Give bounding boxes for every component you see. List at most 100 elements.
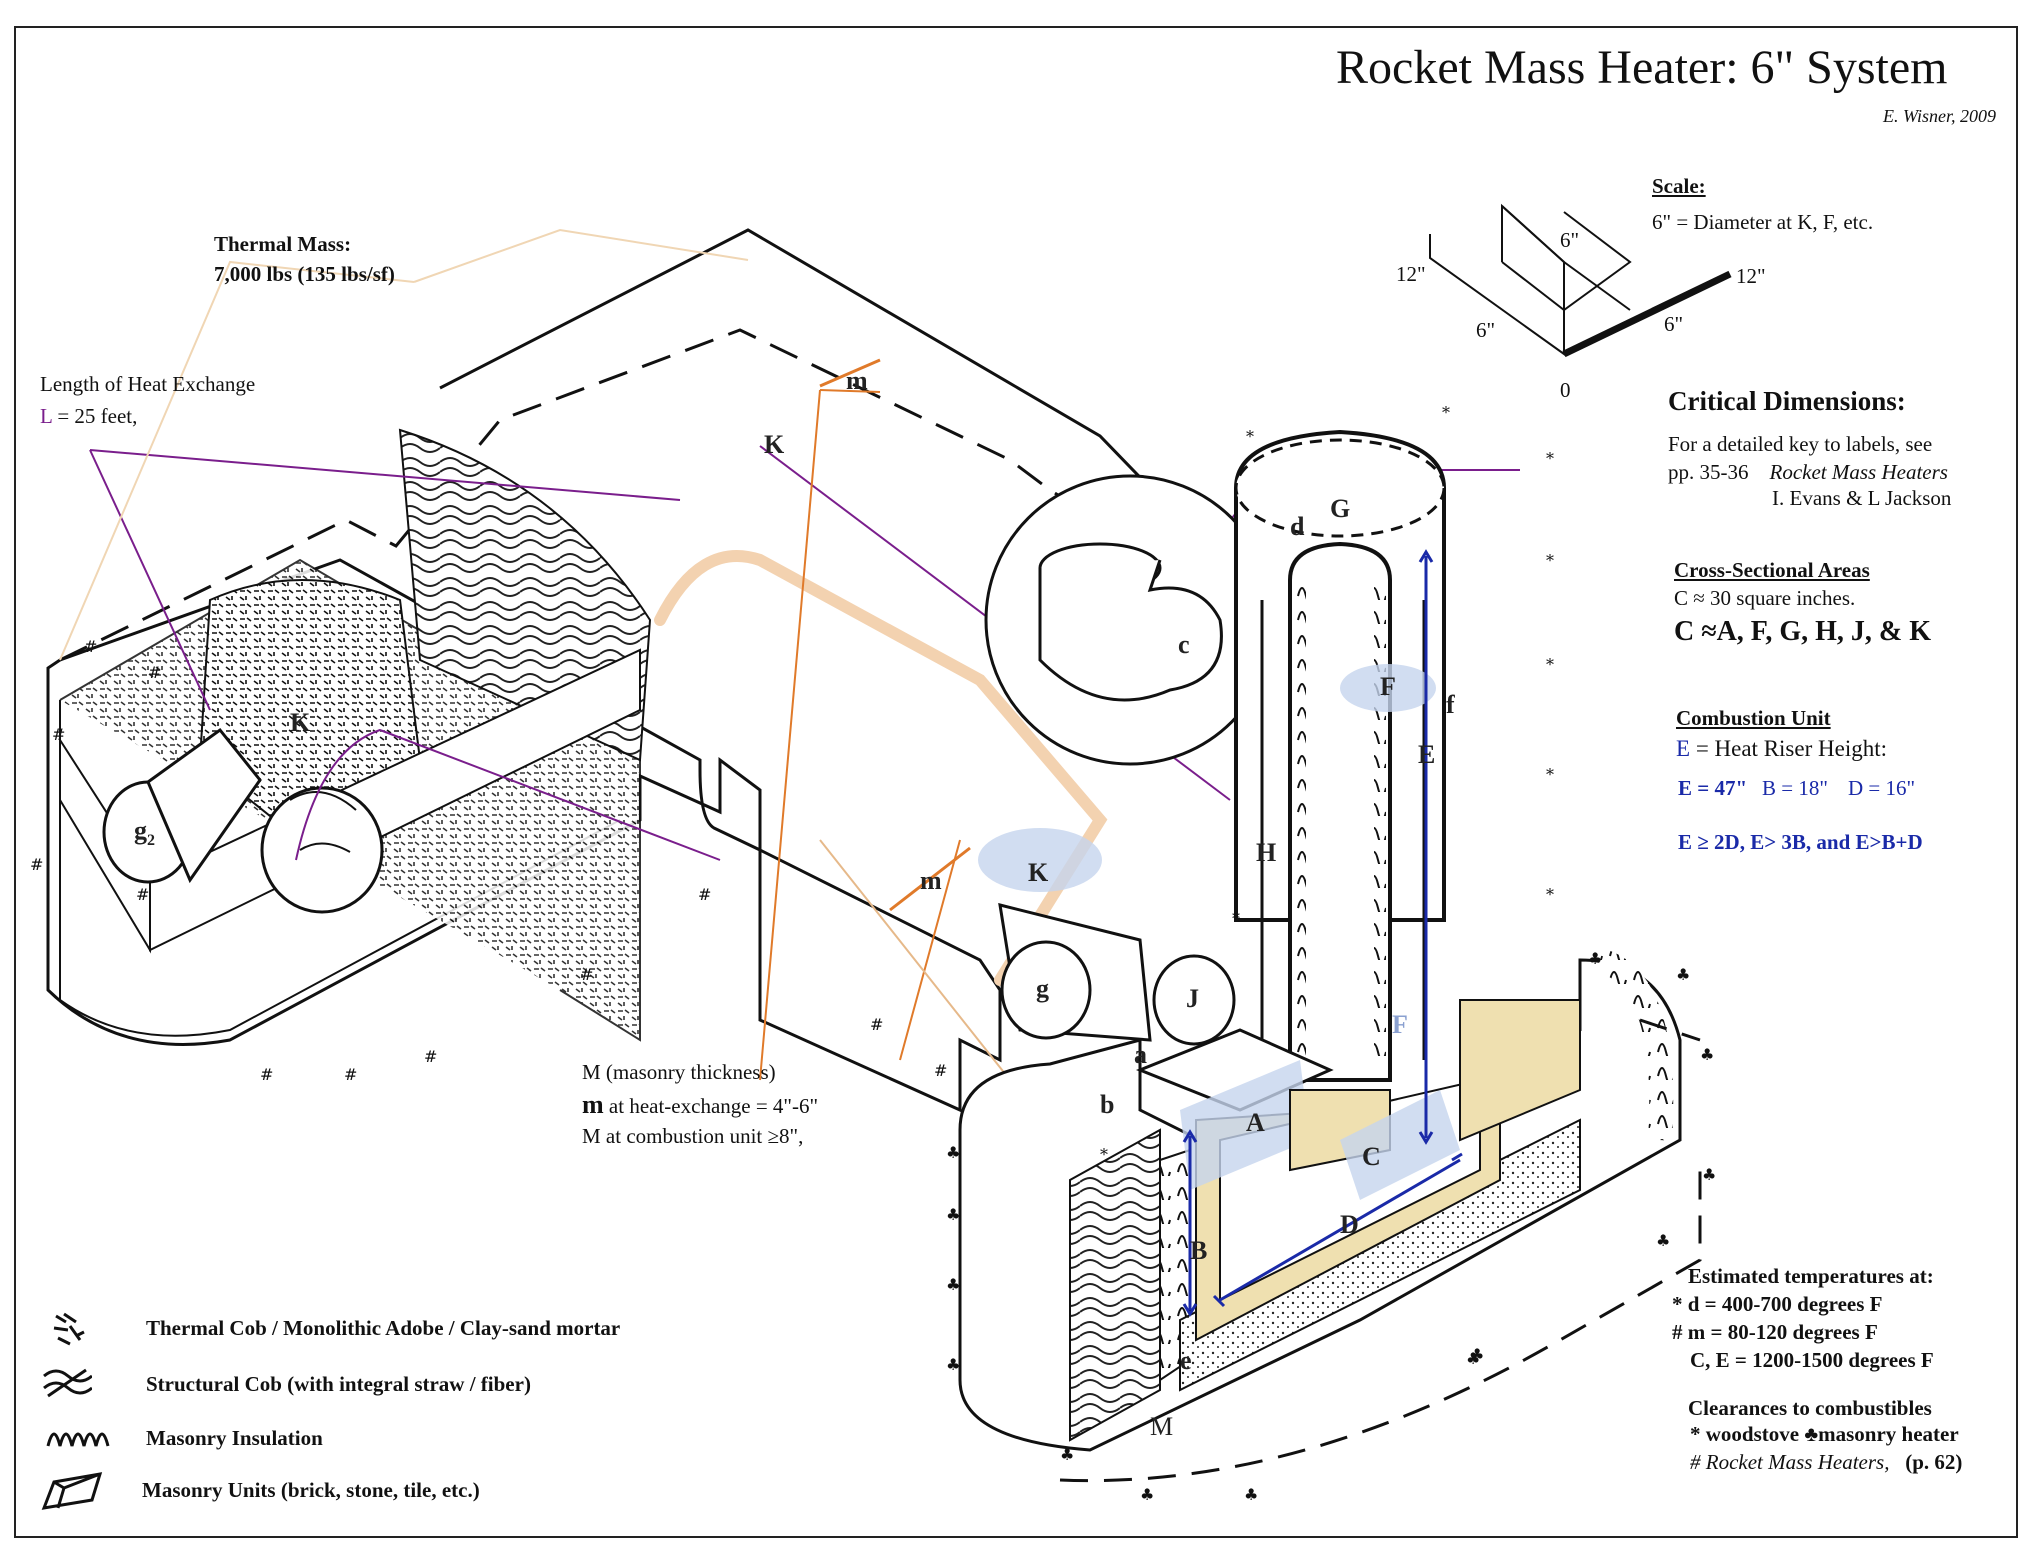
clearances-page: (p. 62) — [1905, 1450, 1963, 1474]
scale-label-6-right: 6" — [1664, 312, 1684, 336]
combustion-value-B: B = 18" — [1762, 776, 1828, 800]
temperature-mark-star: * — [1672, 1292, 1683, 1316]
combustion-rule: E ≥ 2D, E> 3B, and E>B+D — [1678, 830, 1923, 854]
svg-text:*: * — [1232, 909, 1240, 928]
label-H: H — [1256, 838, 1277, 867]
scale-label-12-left: 12" — [1396, 262, 1426, 286]
masonry-m: m — [582, 1090, 604, 1119]
label-J: J — [1186, 984, 1199, 1013]
svg-text:#: # — [934, 1061, 947, 1080]
label-M: M — [1150, 1412, 1174, 1441]
legend-label-thermal-cob: Thermal Cob / Monolithic Adobe / Clay-sa… — [146, 1316, 621, 1340]
masonry-insulation-icon — [46, 1432, 110, 1447]
svg-text:*: * — [1100, 1145, 1108, 1164]
author-credit: E. Wisner, 2009 — [1882, 106, 1996, 126]
temperature-row-ce: C, E = 1200-1500 degrees F — [1690, 1348, 1934, 1372]
label-b: b — [1100, 1090, 1115, 1119]
critical-pages: pp. 35-36 — [1668, 460, 1749, 484]
label-F-base: F — [1392, 1010, 1408, 1039]
heat-exchange-heading: Length of Heat Exchange — [40, 372, 256, 396]
critical-line1: For a detailed key to labels, see — [1668, 432, 1933, 456]
combustion-value-E: E = 47" — [1678, 776, 1748, 800]
svg-text:#: # — [84, 637, 97, 656]
label-B: B — [1190, 1236, 1208, 1265]
label-d: d — [1290, 512, 1305, 541]
critical-line2: pp. 35-36 Rocket Mass Heaters — [1668, 460, 1948, 485]
label-g: g — [1036, 974, 1049, 1003]
scale-label-zero: 0 — [1560, 378, 1571, 402]
scale-label-12-right: 12" — [1736, 264, 1766, 288]
svg-text:#: # — [136, 885, 149, 904]
legend-label-masonry-insulation: Masonry Insulation — [146, 1426, 323, 1450]
masonry-line3: M at combustion unit ≥8", — [582, 1124, 804, 1148]
page-title: Rocket Mass Heater: 6" System — [1336, 41, 1948, 94]
svg-text:*: * — [1546, 765, 1554, 784]
heat-exchange-L: L — [40, 404, 53, 428]
svg-text:♣: ♣ — [1676, 965, 1690, 984]
label-K-bench: K — [290, 708, 311, 737]
scale-label-6-top: 6" — [1560, 228, 1580, 252]
label-f: f — [1446, 690, 1455, 719]
svg-text:♣: ♣ — [1470, 1345, 1484, 1364]
svg-text:♣: ♣ — [1466, 1349, 1480, 1368]
svg-text:#: # — [52, 725, 65, 744]
combustion-core — [958, 948, 1682, 1452]
label-a: a — [1134, 1040, 1147, 1069]
clearances-line1: * woodstove ♣masonry heater — [1690, 1422, 1959, 1446]
svg-text:#: # — [260, 1065, 273, 1084]
svg-text:#: # — [424, 1047, 437, 1066]
svg-text:♣: ♣ — [1702, 1165, 1716, 1184]
thermal-mass-heading: Thermal Mass: — [214, 232, 352, 256]
svg-text:*: * — [1546, 449, 1554, 468]
label-g2-subscript: 2 — [147, 832, 155, 850]
legend-label-structural-cob: Structural Cob (with integral straw / fi… — [146, 1372, 531, 1396]
cross-section-line1: C ≈ 30 square inches. — [1674, 586, 1856, 610]
combustion-value-D: D = 16" — [1848, 776, 1916, 800]
critical-book: Rocket Mass Heaters — [1769, 460, 1948, 484]
heat-exchange-value: = 25 feet, — [57, 404, 138, 428]
combustion-riser-text: = Heat Riser Height: — [1695, 736, 1887, 761]
temperatures-heading: Estimated temperatures at: — [1688, 1264, 1934, 1288]
svg-text:#: # — [148, 663, 161, 682]
svg-text:♣: ♣ — [1588, 949, 1602, 968]
critical-heading: Critical Dimensions: — [1668, 386, 1906, 416]
svg-text:*: * — [1246, 427, 1254, 446]
temperature-mark-hash: # — [1672, 1320, 1683, 1344]
temperature-text-d: d = 400-700 degrees F — [1687, 1292, 1883, 1316]
structural-cob-icon — [43, 1368, 92, 1398]
diagram-frame — [14, 26, 2018, 1538]
label-E: E — [1418, 740, 1436, 769]
label-g2-letter: g — [134, 816, 147, 845]
svg-text:♣: ♣ — [946, 1275, 960, 1294]
svg-text:♣: ♣ — [1700, 1045, 1714, 1064]
thermal-mass-bench — [46, 228, 1222, 1113]
combustion-heading: Combustion Unit — [1676, 706, 1831, 730]
svg-text:♣: ♣ — [946, 1205, 960, 1224]
svg-text:#: # — [698, 885, 711, 904]
label-C: C — [1362, 1142, 1381, 1171]
svg-text:♣: ♣ — [1656, 1231, 1670, 1250]
masonry-line2-text: at heat-exchange = 4"-6" — [608, 1094, 819, 1118]
legend-label-masonry-units: Masonry Units (brick, stone, tile, etc.) — [142, 1478, 480, 1502]
clearances-line2: # Rocket Mass Heaters, (p. 62) — [1690, 1450, 1962, 1475]
heat-exchange-length: L = 25 feet, — [40, 404, 137, 429]
svg-text:♣: ♣ — [1140, 1485, 1154, 1504]
label-K-duct: K — [1028, 858, 1049, 887]
clearance-symbols: ### ### ### ### *** *** *** ♣♣♣ ♣♣♣ ♣♣♣ … — [30, 403, 1716, 1504]
heat-riser-barrel — [1234, 429, 1446, 1082]
svg-text:*: * — [1546, 655, 1554, 674]
scale-note: 6" = Diameter at K, F, etc. — [1652, 210, 1874, 234]
critical-authors: I. Evans & L Jackson — [1772, 486, 1952, 510]
svg-text:#: # — [580, 965, 593, 984]
svg-text:♣: ♣ — [946, 1143, 960, 1162]
label-e: e — [1180, 1346, 1192, 1375]
thermal-cob-icon — [53, 1312, 85, 1346]
masonry-line1: M (masonry thickness) — [582, 1060, 776, 1084]
masonry-line2: m at heat-exchange = 4"-6" — [582, 1090, 818, 1120]
svg-text:♣: ♣ — [1244, 1485, 1258, 1504]
scale-label-6-left: 6" — [1476, 318, 1496, 342]
scale-cube — [1429, 203, 1732, 358]
svg-text:#: # — [30, 855, 43, 874]
svg-text:♣: ♣ — [1060, 1445, 1074, 1464]
